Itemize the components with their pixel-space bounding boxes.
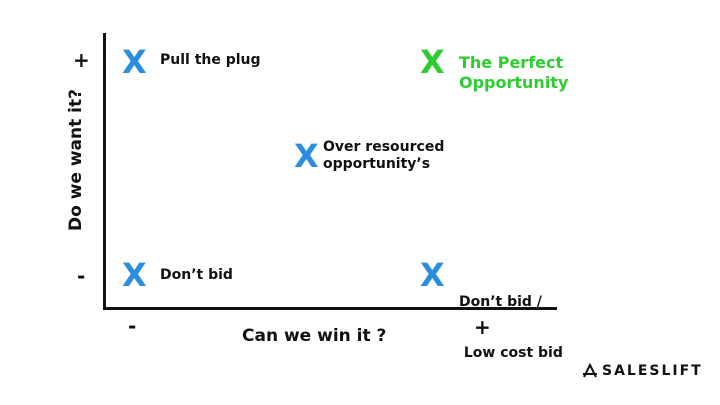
y-axis-max-label: + [73,48,90,72]
x-marker-dont-bid: X [122,256,147,294]
label-low-cost-bid: Don’t bid / Low cost bid [459,260,563,396]
label-line: Low cost bid [459,345,563,361]
brand-name: SALESLIFT [602,363,703,379]
x-axis-min-label: - [128,314,137,338]
saleslift-logo-icon [583,363,597,378]
label-dont-bid: Don’t bid [160,267,233,284]
label-line: Don’t bid [160,267,233,283]
saleslift-logo: SALESLIFT [582,361,703,381]
x-marker-over-resourced: X [294,137,319,175]
x-axis-max-label: + [474,315,491,339]
y-axis-title: Do we want it? [66,88,86,232]
x-marker-perfect-opportunity: X [420,43,445,81]
label-perfect-opportunity: The Perfect Opportunity [459,53,568,93]
x-axis-title: Can we win it ? [242,326,387,346]
y-axis-min-label: - [77,264,86,288]
y-axis-line [103,33,106,309]
x-marker-pull-the-plug: X [122,43,147,81]
label-line: Don’t bid / [459,294,542,310]
x-axis-line [103,307,557,310]
x-marker-low-cost-bid: X [420,256,445,294]
label-line: Over resourced [323,139,445,155]
label-pull-the-plug: Pull the plug [160,52,261,69]
label-line: Pull the plug [160,52,261,68]
label-over-resourced: Over resourced opportunity’s [323,139,444,173]
label-line: opportunity’s [323,156,431,172]
label-line: The Perfect [459,53,564,72]
label-line: Opportunity [459,73,569,92]
